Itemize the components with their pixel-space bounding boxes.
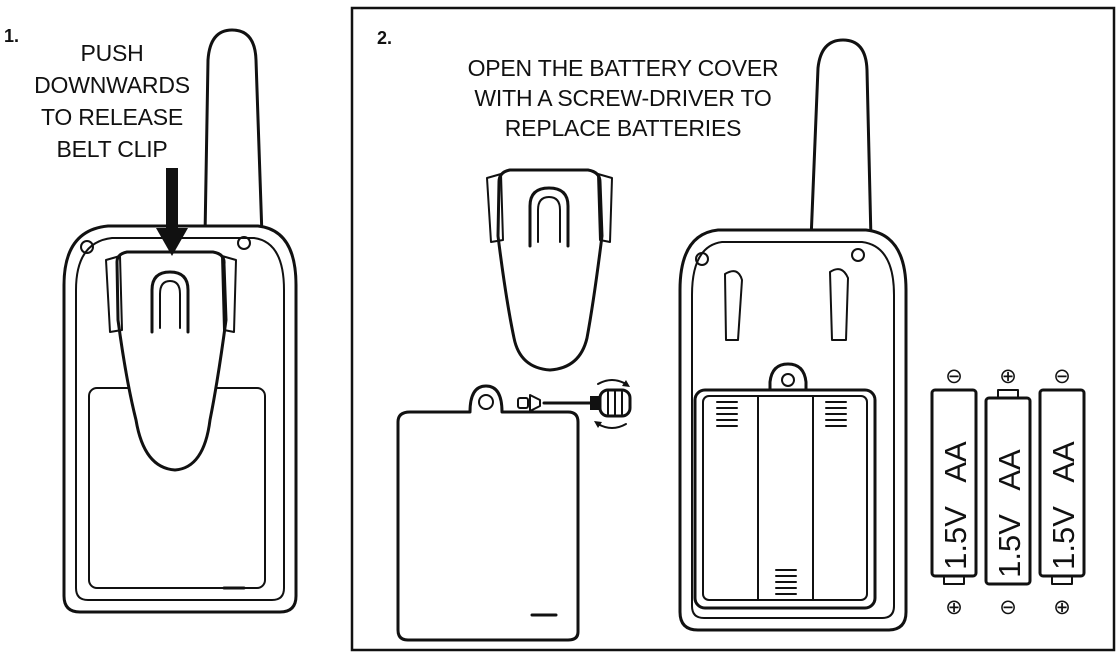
step-number-1: 1. (4, 26, 19, 46)
step-number-2: 2. (377, 28, 392, 48)
screw-icon (517, 394, 541, 412)
screw-hole (478, 394, 494, 410)
clip-side (486, 173, 504, 243)
clip-side (221, 255, 237, 333)
instruction-line: TO RELEASE (41, 104, 183, 130)
radio-body-inner (691, 241, 895, 619)
panel-2-frame (350, 6, 1116, 652)
clip-slot (528, 186, 570, 248)
radio-open-compartment (678, 38, 908, 632)
clip-slot-inner (159, 280, 181, 329)
battery-aa: ⊖ ⊕ AA 1.5V (930, 365, 978, 619)
radio-body-inner (75, 237, 285, 601)
battery-spring (716, 401, 847, 595)
screw-hole (781, 373, 795, 387)
battery-size: AA (938, 441, 973, 483)
antenna (203, 28, 264, 238)
battery-terminal (943, 575, 965, 585)
panel-1: 1. PUSH DOWNWARDS TO RELEASE BELT CLIP (4, 26, 298, 614)
instruction-line: REPLACE BATTERIES (505, 115, 741, 141)
instruction-line: BELT CLIP (56, 136, 167, 162)
clip-side (105, 255, 123, 333)
antenna (809, 38, 873, 242)
panel-1-instruction: PUSH DOWNWARDS TO RELEASE BELT CLIP (34, 40, 190, 162)
battery-terminal (1051, 575, 1073, 585)
belt-clip (496, 168, 604, 372)
battery-compartment-inner (702, 395, 868, 601)
battery-voltage: 1.5V (1046, 506, 1081, 570)
battery-polarity-top: ⊖ (945, 365, 963, 388)
screw-hole (237, 236, 251, 250)
battery-polarity-bottom: ⊕ (1053, 596, 1071, 619)
battery-polarity-top: ⊖ (1053, 365, 1071, 388)
detached-battery-cover (396, 384, 580, 642)
clip-slot-inner (537, 196, 561, 243)
battery-polarity-bottom: ⊖ (999, 596, 1017, 619)
instruction-line: PUSH (80, 40, 143, 66)
battery-voltage: 1.5V (938, 506, 973, 570)
instruction-line: OPEN THE BATTERY COVER (468, 55, 779, 81)
battery-size: AA (992, 449, 1027, 491)
battery-aa: ⊕ ⊖ AA 1.5V (984, 365, 1032, 619)
panel-2: 2. OPEN THE BATTERY COVER WITH A SCREW-D… (350, 6, 1116, 652)
detached-belt-clip (486, 168, 613, 372)
battery-terminal (997, 389, 1019, 399)
radio-back-with-clip (62, 28, 298, 614)
screw-hole (80, 240, 94, 254)
belt-clip (115, 250, 228, 472)
instruction-line: DOWNWARDS (34, 72, 190, 98)
panel-2-instruction: OPEN THE BATTERY COVER WITH A SCREW-DRIV… (468, 55, 779, 141)
battery-voltage: 1.5V (992, 514, 1027, 578)
screwdriver-icon (517, 379, 632, 429)
battery-polarity-bottom: ⊕ (945, 596, 963, 619)
arrow-down-icon (156, 168, 188, 256)
clip-slot (150, 270, 190, 334)
screw-hole (695, 252, 709, 266)
battery-compartment (693, 388, 877, 610)
battery-aa: ⊖ ⊕ AA 1.5V (1038, 365, 1086, 619)
battery-size: AA (1046, 441, 1081, 483)
screw-tab (768, 362, 808, 394)
battery-polarity-top: ⊕ (999, 365, 1017, 388)
clip-side (597, 173, 613, 243)
batteries: ⊖ ⊕ AA 1.5V ⊕ ⊖ AA 1.5V ⊖ ⊕ AA 1.5V (930, 365, 1086, 619)
instruction-line: WITH A SCREW-DRIVER TO (474, 85, 771, 111)
rotate-icon (594, 379, 630, 429)
clip-rail (724, 270, 743, 341)
clip-rail (829, 268, 849, 341)
screw-hole (851, 248, 865, 262)
